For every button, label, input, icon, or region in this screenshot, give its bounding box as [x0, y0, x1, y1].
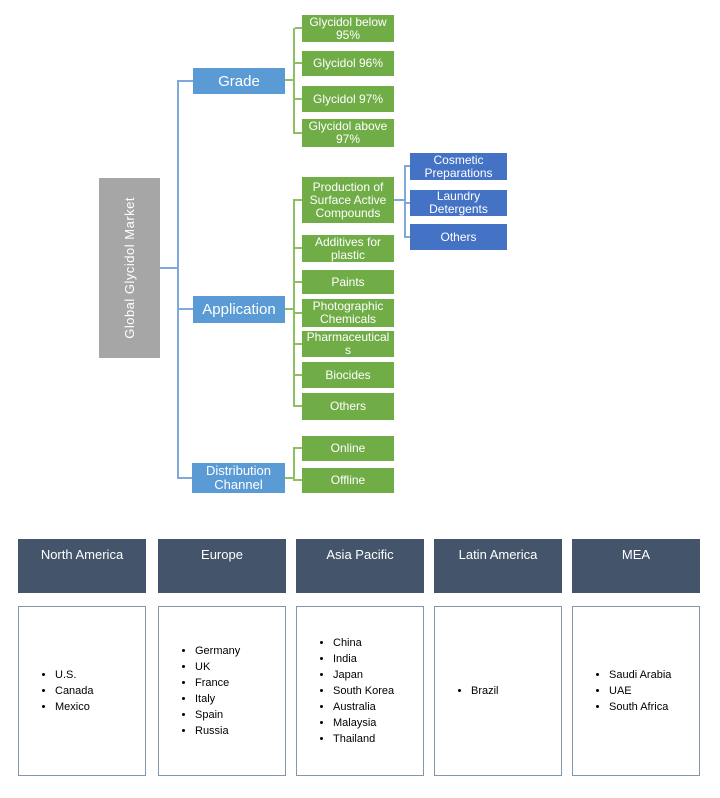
- connector-line: [177, 80, 179, 479]
- branch-application: Application: [193, 296, 285, 323]
- sub-others: Others: [410, 224, 507, 250]
- country-item: U.S.: [55, 669, 145, 682]
- grade-glycidol-96: Glycidol 96%: [302, 51, 394, 76]
- connector-line: [406, 236, 410, 238]
- connector-line: [295, 479, 302, 481]
- connector-line: [406, 165, 410, 167]
- region-header: Asia Pacific: [296, 539, 424, 593]
- app-others: Others: [302, 393, 394, 420]
- country-item: Brazil: [471, 685, 561, 698]
- region-header: North America: [18, 539, 146, 593]
- country-item: UK: [195, 661, 285, 674]
- country-bullet-list: ChinaIndiaJapanSouth KoreaAustraliaMalay…: [297, 633, 423, 749]
- country-item: Canada: [55, 685, 145, 698]
- connector-line: [293, 447, 295, 481]
- country-bullet-list: GermanyUK FranceItalySpainRussia: [159, 641, 285, 741]
- dist-offline: Offline: [302, 468, 394, 493]
- app-surface-active-compounds: Production of Surface Active Compounds: [302, 177, 394, 223]
- connector-line: [295, 27, 302, 29]
- root-node: Global Glycidol Market: [99, 178, 160, 358]
- grade-glycidol-97: Glycidol 97%: [302, 86, 394, 112]
- connector-line: [295, 405, 302, 407]
- connector-line: [179, 80, 193, 82]
- connector-line: [295, 199, 302, 201]
- connector-line: [295, 374, 302, 376]
- country-item: China: [333, 637, 423, 650]
- connector-line: [295, 247, 302, 249]
- country-item: Saudi Arabia: [609, 669, 699, 682]
- branch-grade: Grade: [193, 68, 285, 94]
- connector-line: [295, 281, 302, 283]
- connector-line: [293, 199, 295, 407]
- country-item: India: [333, 653, 423, 666]
- connector-line: [179, 477, 192, 479]
- country-bullet-list: Saudi ArabiaUAE South Africa: [573, 665, 699, 717]
- country-item: Thailand: [333, 733, 423, 746]
- region-header: Europe: [158, 539, 286, 593]
- region-country-list: U.S. CanadaMexico: [18, 606, 146, 776]
- connector-line: [285, 477, 293, 479]
- country-item: Italy: [195, 693, 285, 706]
- country-item: Australia: [333, 701, 423, 714]
- connector-line: [406, 202, 410, 204]
- region-country-list: GermanyUK FranceItalySpainRussia: [158, 606, 286, 776]
- region-header: MEA: [572, 539, 700, 593]
- connector-line: [179, 308, 193, 310]
- region-country-list: Brazil: [434, 606, 562, 776]
- connector-line: [295, 447, 302, 449]
- sub-laundry-detergents: Laundry Detergents: [410, 190, 507, 216]
- country-item: Japan: [333, 669, 423, 682]
- region-header: Latin America: [434, 539, 562, 593]
- country-item: Russia: [195, 725, 285, 738]
- connector-line: [295, 62, 302, 64]
- country-item: Malaysia: [333, 717, 423, 730]
- country-item: Germany: [195, 645, 285, 658]
- app-additives-for-plastic: Additives for plastic: [302, 235, 394, 262]
- sub-cosmetic-preparations: Cosmetic Preparations: [410, 153, 507, 180]
- dist-online: Online: [302, 436, 394, 461]
- country-item: South Africa: [609, 701, 699, 714]
- connector-line: [295, 98, 302, 100]
- country-item: Mexico: [55, 701, 145, 714]
- root-node-label: Global Glycidol Market: [122, 197, 137, 339]
- country-item: France: [195, 677, 285, 690]
- country-item: Spain: [195, 709, 285, 722]
- region-country-list: ChinaIndiaJapanSouth KoreaAustraliaMalay…: [296, 606, 424, 776]
- connector-line: [295, 132, 302, 134]
- connector-line: [293, 28, 295, 134]
- app-pharmaceuticals: Pharmaceuticals: [302, 331, 394, 357]
- app-paints: Paints: [302, 270, 394, 294]
- grade-glycidol-below-95: Glycidol below 95%: [302, 15, 394, 42]
- connector-line: [285, 308, 293, 310]
- country-item: UAE: [609, 685, 699, 698]
- country-item: South Korea: [333, 685, 423, 698]
- country-bullet-list: U.S. CanadaMexico: [19, 665, 145, 717]
- connector-line: [295, 312, 302, 314]
- country-bullet-list: Brazil: [435, 681, 561, 701]
- branch-distribution-channel: Distribution Channel: [192, 463, 285, 493]
- connector-line: [285, 79, 293, 81]
- app-biocides: Biocides: [302, 362, 394, 388]
- connector-line: [393, 199, 404, 201]
- region-country-list: Saudi ArabiaUAE South Africa: [572, 606, 700, 776]
- connector-line: [160, 267, 177, 269]
- connector-line: [295, 343, 302, 345]
- app-photographic-chemicals: Photographic Chemicals: [302, 299, 394, 327]
- grade-glycidol-above-97: Glycidol above 97%: [302, 119, 394, 147]
- connector-line: [404, 165, 406, 238]
